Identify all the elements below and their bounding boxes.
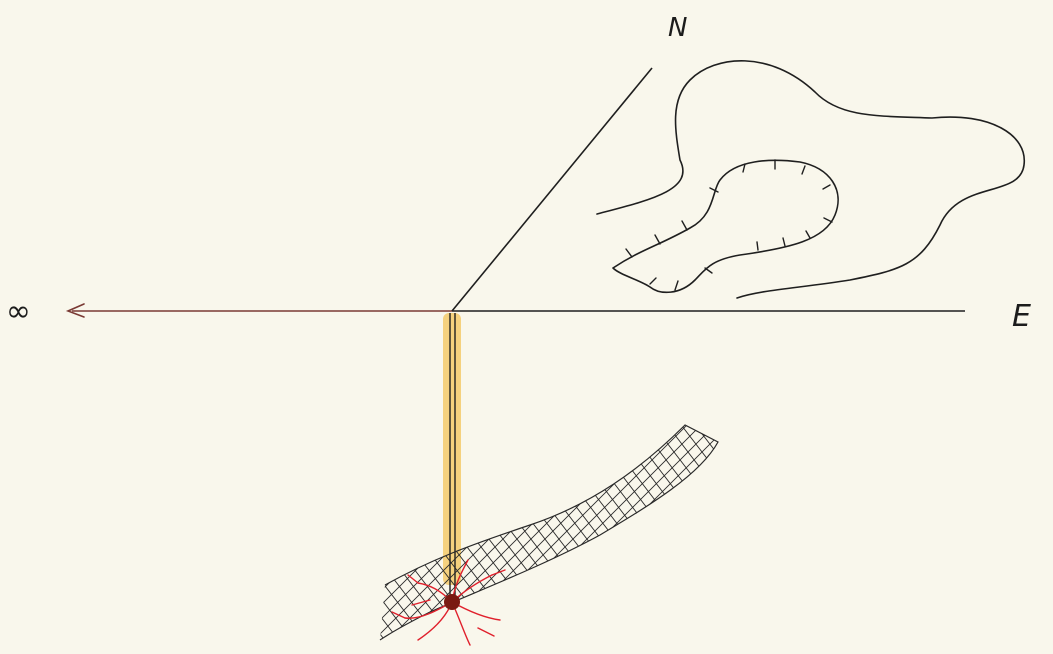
net-band-outline (380, 425, 718, 640)
north-label: N (668, 13, 687, 43)
hachure-ticks (626, 160, 832, 290)
shaft-end-node (444, 594, 460, 610)
net-hatching (60, 400, 1053, 654)
shaft-highlight (443, 313, 461, 585)
outer-contour-shape (597, 61, 1024, 298)
east-label: E (1012, 299, 1031, 334)
north-axis-line (452, 68, 652, 311)
inner-keyhole-shape (613, 160, 838, 292)
infinity-label: ∞ (6, 294, 31, 329)
